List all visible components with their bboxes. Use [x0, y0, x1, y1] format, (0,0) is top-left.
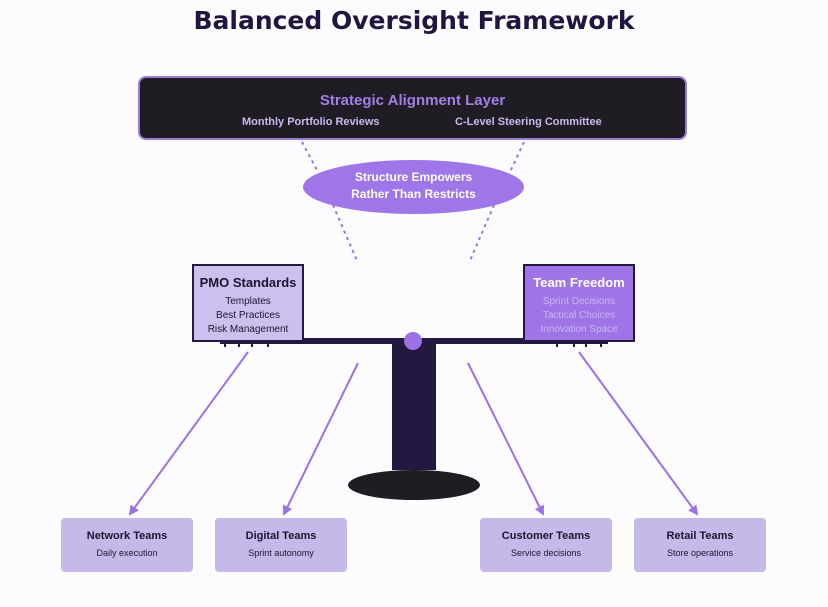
- pmo-standards-title: PMO Standards: [199, 275, 297, 290]
- team-description: Sprint autonomy: [248, 548, 314, 558]
- pmo-standards-item: Best Practices: [216, 310, 280, 321]
- scale-pillar: [392, 342, 436, 470]
- dotted-connector: [301, 141, 319, 173]
- arrow-to-customer-teams: [467, 362, 544, 516]
- dotted-connector: [332, 204, 359, 264]
- team-name: Customer Teams: [501, 530, 591, 542]
- strategic-alignment-layer: Strategic Alignment Layer Monthly Portfo…: [138, 76, 687, 140]
- arrow-to-retail-teams: [578, 351, 699, 516]
- center-message-line: Structure Empowers: [354, 170, 473, 184]
- team-freedom-item: Tactical Choices: [542, 310, 616, 321]
- arrow-to-digital-teams: [283, 362, 359, 516]
- team-freedom-item: Sprint Decisions: [542, 296, 616, 307]
- team-name: Retail Teams: [666, 530, 734, 542]
- team-freedom-title: Team Freedom: [533, 275, 625, 290]
- dotted-connector: [509, 141, 525, 173]
- team-name: Network Teams: [86, 530, 168, 542]
- arrow-to-network-teams: [128, 351, 249, 516]
- team-box-retail: Retail Teams Store operations: [634, 518, 766, 572]
- dotted-connector: [468, 204, 495, 264]
- pmo-standards-item: Risk Management: [207, 324, 289, 335]
- strategic-layer-item: Monthly Portfolio Reviews: [242, 116, 380, 128]
- pmo-standards-box: PMO Standards Templates Best Practices R…: [192, 264, 304, 342]
- scale-base: [348, 470, 480, 500]
- team-freedom-item: Innovation Space: [540, 324, 618, 335]
- team-box-customer: Customer Teams Service decisions: [480, 518, 612, 572]
- center-message-ellipse: Structure Empowers Rather Than Restricts: [303, 160, 524, 214]
- team-description: Service decisions: [510, 548, 582, 558]
- strategic-layer-title: Strategic Alignment Layer: [319, 92, 506, 109]
- scale-pivot: [404, 332, 422, 350]
- diagram-title: Balanced Oversight Framework: [193, 6, 635, 35]
- team-box-network: Network Teams Daily execution: [61, 518, 193, 572]
- team-box-digital: Digital Teams Sprint autonomy: [215, 518, 347, 572]
- team-name: Digital Teams: [245, 530, 317, 542]
- pmo-standards-item: Templates: [225, 296, 271, 307]
- strategic-layer-item: C-Level Steering Committee: [455, 116, 602, 128]
- team-description: Store operations: [666, 548, 734, 558]
- center-message-line: Rather Than Restricts: [351, 187, 476, 201]
- team-description: Daily execution: [96, 548, 158, 558]
- team-freedom-box: Team Freedom Sprint Decisions Tactical C…: [523, 264, 635, 342]
